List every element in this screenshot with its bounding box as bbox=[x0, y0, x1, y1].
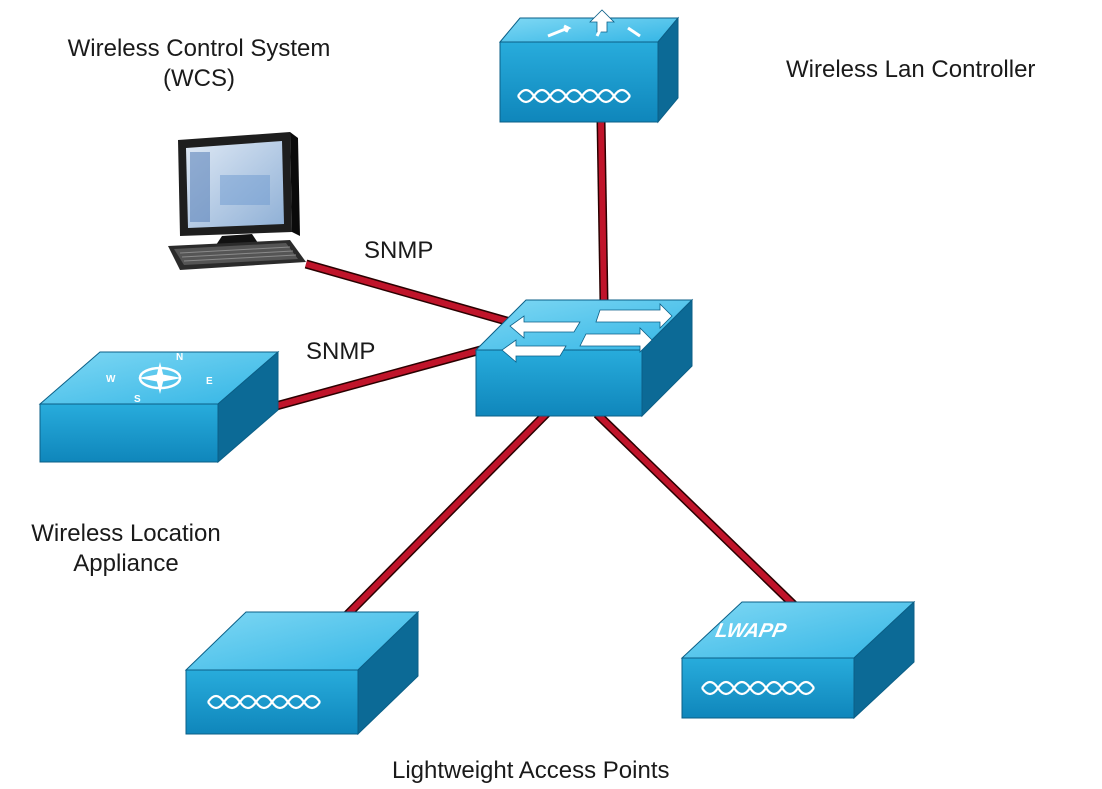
wlc-label: Wireless Lan Controller bbox=[786, 56, 1036, 83]
wlc-icon bbox=[498, 9, 680, 124]
wcs-label: Wireless Control System (WCS) bbox=[24, 34, 374, 94]
switch-icon bbox=[474, 298, 694, 418]
links bbox=[274, 119, 801, 622]
svg-text:S: S bbox=[134, 394, 141, 405]
lap-label: Lightweight Access Points bbox=[392, 757, 670, 784]
access-point-icon: LWAPP bbox=[680, 600, 916, 720]
snmp-label-top: SNMP bbox=[364, 237, 434, 264]
svg-text:N: N bbox=[176, 352, 183, 363]
wcs-label-line2: (WCS) bbox=[163, 65, 235, 92]
access-point-icon: LWAPP bbox=[108, 610, 420, 736]
snmp-label-bottom: SNMP bbox=[306, 338, 376, 365]
location-appliance-icon: N E W S bbox=[38, 350, 280, 464]
wla-label-line1: Wireless Location bbox=[31, 520, 221, 547]
wla-label: Wireless Location Appliance bbox=[0, 519, 252, 579]
svg-text:W: W bbox=[106, 374, 116, 385]
svg-text:E: E bbox=[206, 376, 213, 387]
ap-right-label: LWAPP bbox=[714, 620, 789, 642]
wla-label-line2: Appliance bbox=[73, 550, 179, 577]
wcs-label-line1: Wireless Control System bbox=[67, 35, 331, 62]
wcs-workstation-icon bbox=[168, 132, 306, 270]
ap-left-label: LWAPP bbox=[108, 633, 183, 655]
